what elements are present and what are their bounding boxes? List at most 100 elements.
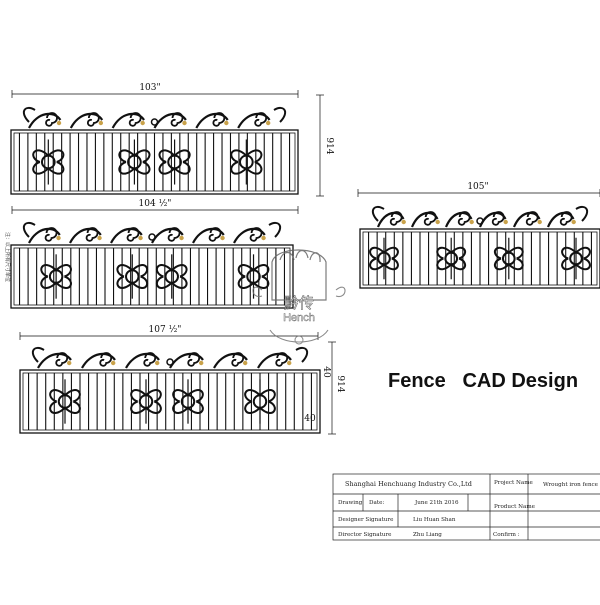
- gold-leaf: [243, 360, 248, 366]
- scroll-curl: [249, 227, 263, 242]
- medallion-scroll: [158, 149, 176, 163]
- scroll-curl: [126, 227, 140, 242]
- medallion-scroll: [55, 264, 72, 278]
- medallion-scroll: [171, 264, 188, 278]
- panel-inner-frame: [22, 372, 318, 431]
- medallion-scroll: [49, 400, 66, 414]
- scroll-curl: [187, 352, 201, 367]
- watermark-brand-text: Hench: [283, 312, 315, 324]
- gold-leaf: [220, 235, 225, 241]
- medallion-scroll: [172, 400, 189, 414]
- gold-leaf: [111, 360, 116, 366]
- scroll-curl: [128, 112, 142, 127]
- gold-leaf: [138, 235, 143, 241]
- panel-4-width-dimension: [357, 189, 600, 197]
- panel-frame: [10, 244, 294, 309]
- medallion-scroll: [155, 264, 173, 278]
- center-ornament: [476, 217, 484, 225]
- medallion-scroll: [130, 389, 147, 403]
- medallion-scroll: [173, 149, 191, 163]
- panel-1-width-dimension: [11, 90, 299, 98]
- gold-leaf: [67, 360, 72, 366]
- scroll-curl: [99, 352, 113, 367]
- medallion-scroll: [237, 275, 255, 289]
- medallion-scroll: [49, 389, 66, 403]
- watermark-logo: 黔传 Hench: [252, 249, 346, 345]
- medallion-scroll: [237, 264, 255, 278]
- end-scroll: [273, 106, 287, 123]
- fence-panel-2: [10, 221, 294, 309]
- medallion-scroll: [118, 161, 136, 175]
- designer-label: Designer Signature: [338, 517, 394, 523]
- medallion-scroll: [131, 264, 149, 278]
- scroll-curl: [44, 227, 58, 242]
- gold-leaf: [56, 120, 62, 126]
- company-name: Shanghai Henchuang Industry Co.,Ltd: [345, 480, 472, 488]
- fence-panel-3: [19, 346, 321, 434]
- scroll-curl: [212, 112, 226, 127]
- gold-leaf: [199, 360, 204, 366]
- medallion-scroll: [171, 275, 188, 289]
- top-scroll: [28, 227, 266, 244]
- side-note: 注：以上所有尺寸单位: [4, 232, 11, 282]
- panel-3-width-label: 107 ½": [149, 324, 182, 335]
- director-value: Zhu Liang: [413, 532, 442, 538]
- top-scroll: [37, 352, 292, 369]
- medallion-scroll: [64, 389, 81, 403]
- date-value: June 21th 2016: [414, 500, 459, 506]
- gold-leaf: [503, 219, 508, 225]
- medallion-scroll: [561, 257, 577, 271]
- scroll-curl: [457, 211, 471, 226]
- medallion-scroll: [145, 389, 162, 403]
- medallion-scroll: [187, 400, 204, 414]
- medallion-scroll: [230, 149, 248, 163]
- center-ornament: [166, 358, 174, 366]
- medallion-scroll: [116, 275, 133, 289]
- medallion-scroll: [130, 400, 147, 414]
- medallion-scroll: [116, 264, 133, 278]
- scroll-curl: [167, 227, 181, 242]
- gold-leaf: [469, 219, 474, 225]
- medallion-scroll: [40, 264, 57, 278]
- medallion-scroll: [155, 275, 173, 289]
- title-block: [332, 473, 600, 541]
- director-label: Director Signature: [338, 532, 392, 538]
- medallion-scroll: [383, 257, 399, 271]
- project-label: Project Name: [494, 480, 534, 486]
- medallion-scroll: [259, 400, 276, 414]
- medallion-scroll: [252, 275, 270, 289]
- panel-4-width-label: 105": [467, 182, 488, 192]
- panel-3-top-offset-label: 40: [321, 366, 331, 378]
- watermark-chinese-text: 黔传: [284, 294, 314, 312]
- medallion-scroll: [32, 161, 49, 175]
- medallion-scroll: [436, 246, 452, 260]
- drawing-title: Fence CAD Design: [388, 370, 579, 392]
- confirm-label: Confirm :: [493, 532, 520, 538]
- medallion-scroll: [187, 389, 204, 403]
- medallion-scroll: [131, 275, 149, 289]
- medallion-scroll: [493, 246, 510, 260]
- center-ornament: [148, 233, 156, 241]
- panel-2-width-dimension: [11, 206, 299, 214]
- gold-leaf: [571, 219, 576, 225]
- gold-leaf: [179, 235, 184, 241]
- panel-1-width-label: 103": [139, 83, 160, 93]
- gold-leaf: [182, 120, 187, 126]
- medallion-scroll: [133, 149, 151, 163]
- scroll-curl: [143, 352, 157, 367]
- scroll-curl: [85, 227, 99, 242]
- scroll-curl: [423, 211, 437, 226]
- medallion-scroll: [575, 246, 591, 260]
- medallion-scroll: [158, 161, 176, 175]
- gold-leaf: [56, 235, 61, 241]
- medallion-scroll: [493, 257, 510, 271]
- gold-leaf: [287, 360, 292, 366]
- gold-leaf: [261, 235, 266, 241]
- panel-3-height-label: 914: [335, 375, 345, 392]
- medallion-scroll: [118, 149, 136, 163]
- panel-1-height-dimension: [316, 94, 324, 197]
- end-scroll: [22, 106, 36, 123]
- scroll-curl: [525, 211, 539, 226]
- medallion-scroll: [575, 257, 591, 271]
